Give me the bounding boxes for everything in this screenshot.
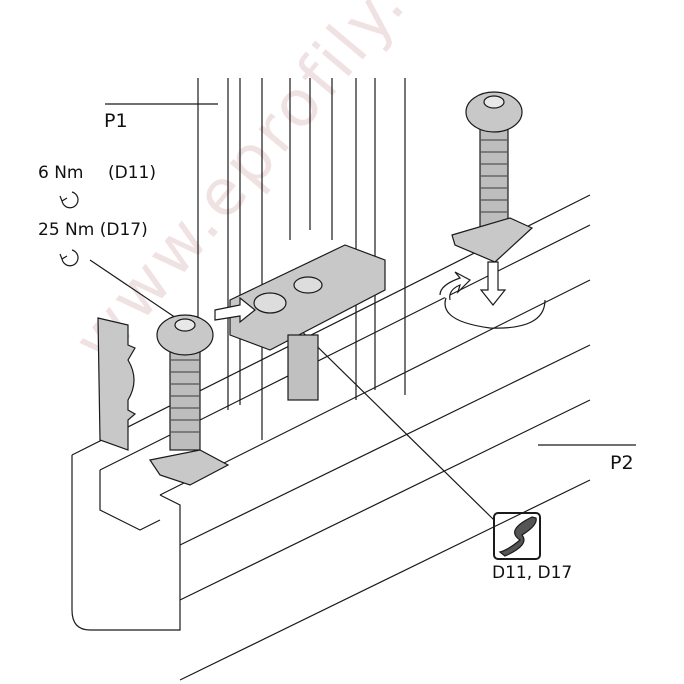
- rotate-ccw-icon: [59, 191, 79, 209]
- connector: [229, 244, 386, 401]
- push-arrow-icon: [214, 296, 256, 324]
- p1-label: P1: [104, 110, 128, 132]
- rotation-arrow-icon: [439, 271, 546, 329]
- torque-leader: [89, 259, 183, 323]
- drill-bit-icon: [493, 512, 541, 560]
- torque-large-label: 25 Nm (D17): [38, 220, 148, 240]
- drill-refs-label: D11, D17: [492, 563, 573, 583]
- vertical-profile: [197, 78, 406, 440]
- torque-small-value: 6 Nm: [38, 163, 84, 183]
- end-cap: [97, 317, 137, 451]
- p2-label: P2: [610, 452, 634, 474]
- torque-small-ref: (D11): [108, 163, 156, 183]
- screw-left: [149, 314, 230, 486]
- down-arrow-icon: [479, 261, 507, 306]
- rotate-ccw-icon: [59, 249, 79, 267]
- screw-right: [451, 91, 534, 263]
